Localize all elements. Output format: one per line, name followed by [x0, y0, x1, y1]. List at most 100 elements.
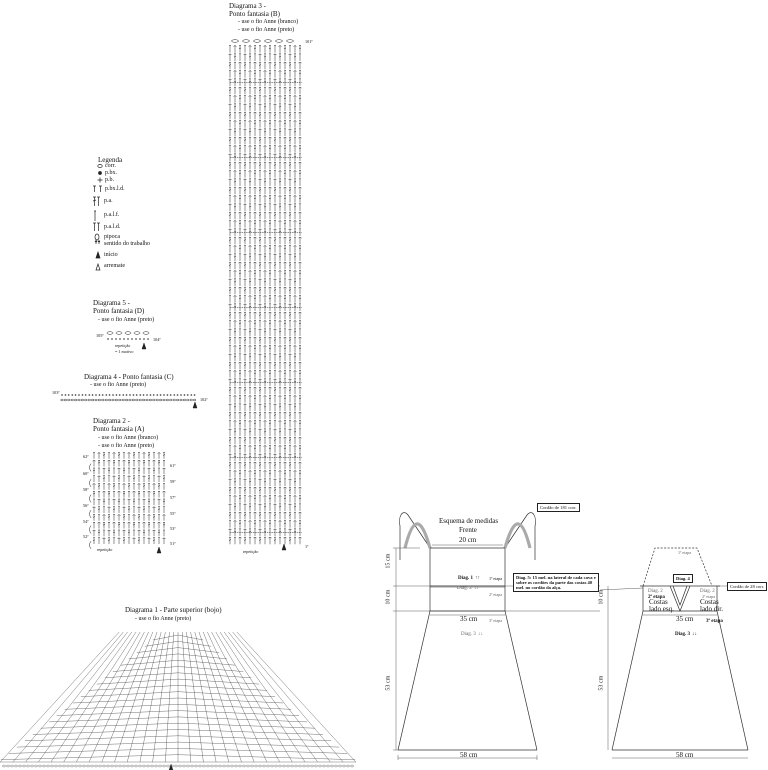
stitch-symbol [127, 521, 131, 529]
chain-loop [286, 39, 294, 43]
stitch-symbol [299, 303, 301, 311]
chain-loop [326, 764, 330, 768]
stitch-symbol [298, 520, 302, 528]
stitch-symbol [233, 520, 237, 528]
stitch-symbol [264, 436, 266, 445]
stitch-symbol [258, 528, 262, 536]
stitch-symbol [264, 136, 266, 145]
stitch-symbol [258, 53, 262, 61]
stitch-symbol [263, 95, 267, 103]
diagram2-legend-white: - use o fio Anne (branco) [98, 435, 159, 441]
stitch-symbol [279, 511, 281, 520]
stitch-symbol [268, 236, 272, 245]
stitch-symbol [278, 395, 282, 403]
diagram2-row-label: 54ª [83, 519, 89, 524]
stitch-symbol [278, 70, 282, 78]
stitch-symbol [122, 514, 126, 521]
stitch-symbol [284, 528, 286, 536]
chain-loop [63, 398, 67, 402]
chain-loop [264, 39, 272, 43]
stitch-symbol [278, 270, 282, 278]
stitch-symbol [268, 195, 272, 203]
stitch-symbol [263, 378, 267, 386]
chain-loop [231, 39, 239, 43]
stitch-symbol [258, 428, 262, 436]
turning-chain [89, 494, 92, 503]
stitch-symbol [298, 236, 302, 245]
stitch-symbol [233, 428, 237, 436]
stitch-symbol [294, 361, 296, 370]
stitch-symbol [283, 111, 287, 120]
stitch-symbol [274, 370, 276, 378]
stitch-symbol [258, 278, 262, 286]
chain-loop [330, 764, 334, 768]
stitch-symbol [139, 394, 142, 396]
stitch-symbol [254, 328, 256, 336]
diagram5-title: Diagrama 5 - [93, 299, 130, 307]
chain-loop [98, 764, 102, 768]
stitch-symbol [278, 295, 282, 303]
stitch-symbol [298, 195, 302, 203]
stitch-symbol [243, 361, 247, 370]
diagram5-legend: - use o fio Anne (preto) [98, 317, 155, 323]
stitch-symbol [118, 529, 120, 537]
stitch-symbol [157, 498, 161, 506]
back-costas-dir-2: lado dir. [700, 605, 723, 613]
stitch-symbol [294, 511, 296, 520]
stitch-symbol [107, 529, 111, 537]
stitch-symbol [137, 537, 141, 544]
chain-loop [74, 764, 78, 768]
stitch-symbol [249, 436, 251, 445]
stitch-symbol [249, 86, 251, 95]
chain-loop [58, 764, 62, 768]
stitch-symbol [98, 537, 100, 544]
stitch-symbol [263, 345, 267, 353]
stitch-symbol [273, 111, 277, 120]
stitch-symbol [269, 353, 271, 361]
chain-loop [60, 398, 64, 402]
back-diag2-right: Diag. 2 [700, 589, 715, 594]
stitch-symbol [283, 420, 287, 428]
stitch-symbol [263, 428, 267, 436]
stitch-symbol [288, 86, 292, 95]
stitch-symbol [258, 436, 262, 445]
stitch-symbol [243, 511, 247, 520]
stitch-symbol [293, 470, 297, 478]
stitch-symbol [278, 153, 282, 161]
stitch-symbol [288, 61, 292, 70]
stitch-symbol [153, 498, 155, 506]
stitch-symbol [269, 253, 271, 261]
stitch-symbol [263, 370, 267, 378]
stitch-symbol [233, 378, 237, 386]
chain-loop [275, 39, 283, 43]
stitch-symbol [228, 103, 232, 111]
stitch-symbol [278, 370, 282, 378]
stitch-symbol [248, 178, 252, 186]
stitch-symbol [233, 270, 237, 278]
stitch-symbol [273, 353, 277, 361]
stitch-symbol [183, 394, 186, 396]
fan-line [194, 631, 229, 763]
back-etapa2-right: 2ª etapa [702, 594, 716, 599]
chain-loop [302, 764, 306, 768]
stitch-symbol [243, 353, 247, 361]
stitch-symbol [289, 470, 291, 478]
stitch-symbol [254, 228, 256, 236]
stitch-symbol [243, 161, 247, 170]
stitch-symbol [253, 111, 257, 120]
stitch-symbol [263, 528, 267, 536]
stitch-symbol [258, 61, 262, 70]
stitch-symbol [273, 378, 277, 386]
stitch-symbol [253, 70, 257, 78]
stitch-symbol [299, 403, 301, 411]
stitch-symbol [274, 195, 276, 203]
stitch-symbol [98, 394, 101, 396]
stitch-symbol [228, 436, 232, 445]
stitch-symbol [253, 345, 257, 353]
stitch-symbol [259, 445, 261, 453]
stitch-symbol [142, 460, 146, 467]
chain-loop [334, 764, 338, 768]
stitch-symbol [243, 203, 247, 211]
diagram4-row-left: 103ª [52, 390, 60, 395]
fan-row [104, 672, 252, 678]
